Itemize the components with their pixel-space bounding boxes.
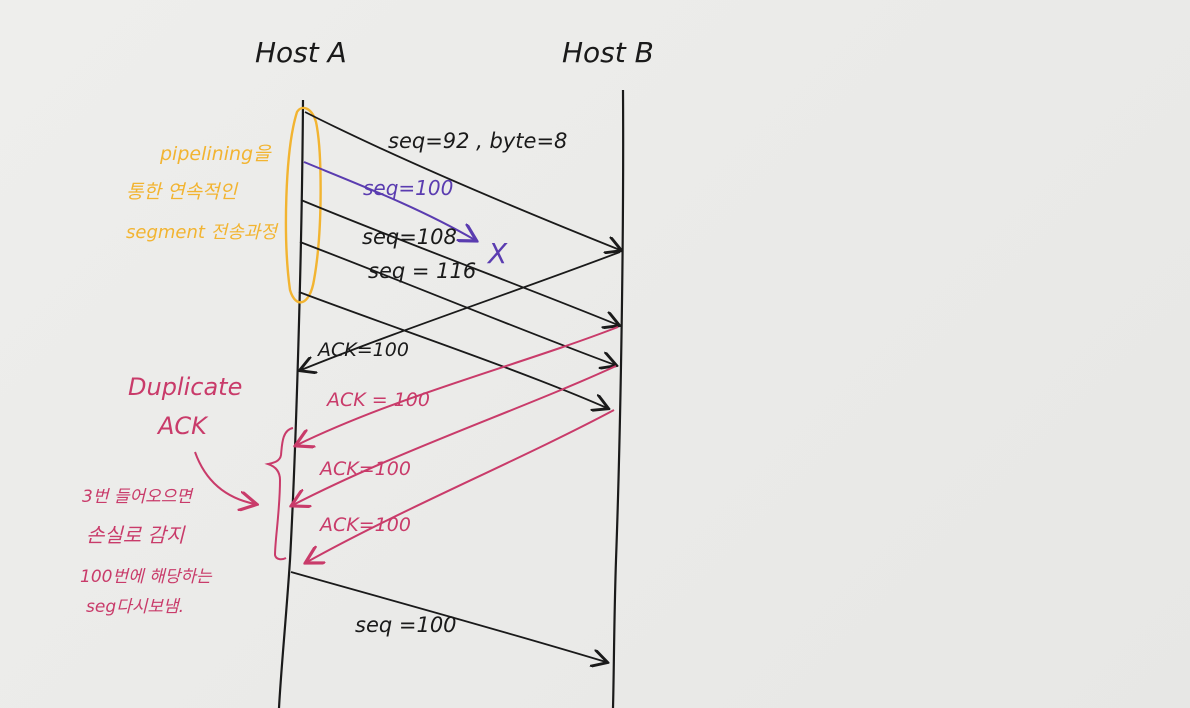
pipelining-note-line3: segment 전송과정 xyxy=(126,222,279,243)
host-a-timeline xyxy=(277,99,305,708)
host-b-label: Host B xyxy=(562,36,654,69)
ack3-arrow xyxy=(293,365,617,505)
segment-extra-arrow xyxy=(298,291,607,408)
pipelining-note-line1: pipelining을 xyxy=(159,143,272,165)
ack1-arrow xyxy=(301,251,621,370)
host-a-label: Host A xyxy=(255,36,347,69)
loss-note-line1: 3번 들어오으면 xyxy=(82,487,194,507)
retransmit-label: seq =100 xyxy=(355,613,457,637)
loss-note-line2: 손실로 감지 xyxy=(86,523,186,547)
segment-seq116-arrow xyxy=(299,241,615,365)
seq108-label: seq=108 xyxy=(362,225,457,249)
seq92-label: seq=92 , byte=8 xyxy=(388,129,567,153)
lost-mark: X xyxy=(486,237,508,270)
ack4-label: ACK=100 xyxy=(318,514,411,536)
duplicate-ack-bracket xyxy=(264,427,294,561)
ack1-label: ACK=100 xyxy=(316,339,409,361)
ack2-arrow xyxy=(297,326,619,445)
pipelining-highlight xyxy=(284,106,322,304)
loss-note-line4: seg다시보냄. xyxy=(86,597,184,617)
ack4-arrow xyxy=(307,409,615,562)
seq116-label: seq = 116 xyxy=(368,259,476,283)
duplicate-note-line2: ACK xyxy=(156,412,209,440)
pipelining-note-line2: 통한 연속적인 xyxy=(126,181,238,203)
loss-note-line3: 100번에 해당하는 xyxy=(80,567,213,587)
segment-seq100-lost-arrow xyxy=(303,161,475,240)
duplicate-note-line1: Duplicate xyxy=(128,373,242,401)
duplicate-pointer-arrow xyxy=(194,451,255,504)
ack2-label: ACK = 100 xyxy=(325,389,430,411)
ack3-label: ACK=100 xyxy=(318,458,411,480)
segment-seq92-arrow xyxy=(304,111,620,250)
retransmit-seq100-arrow xyxy=(290,571,606,662)
host-b-timeline xyxy=(611,89,625,708)
segment-seq108-arrow xyxy=(300,199,618,325)
seq100-lost-label: seq=100 xyxy=(363,176,453,200)
